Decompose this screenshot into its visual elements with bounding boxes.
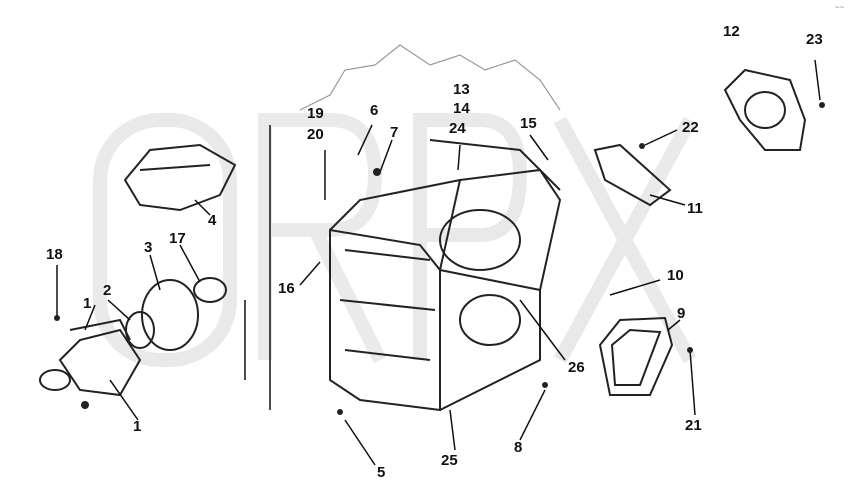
part-label-20: 20: [307, 126, 324, 143]
part-label-1-lower: 1: [133, 418, 142, 435]
leader-lines: [56, 59, 821, 466]
part-label-3: 3: [144, 239, 153, 256]
part-label-7: 7: [390, 124, 399, 141]
part-label-13: 13: [453, 81, 470, 98]
gearbox-housing: [329, 139, 562, 412]
part-label-14: 14: [453, 100, 470, 117]
part-label-11: 11: [687, 200, 703, 217]
bearing-ring: [125, 311, 155, 349]
top-cover: [123, 143, 237, 212]
part-label-5: 5: [377, 464, 386, 481]
small-o-ring: [193, 277, 227, 303]
output-flange: [39, 318, 142, 397]
bolts: [54, 102, 825, 415]
part-label-22: 22: [682, 119, 699, 136]
part-label-21: 21: [685, 417, 702, 434]
part-label-24: 24: [449, 120, 466, 137]
part-label-23: 23: [806, 31, 823, 48]
corner-mark: ~~: [834, 3, 844, 12]
housing-outline: [299, 44, 561, 111]
part-label-4: 4: [208, 212, 217, 229]
part-label-6-upper: 6: [370, 102, 379, 119]
part-label-17: 17: [169, 230, 186, 247]
part-label-8: 8: [514, 439, 523, 456]
part-label-12: 12: [723, 23, 740, 40]
inspection-plate: [598, 316, 674, 396]
part-label-9: 9: [677, 305, 686, 322]
part-label-10: 10: [667, 267, 684, 284]
part-label-1-upper: 1: [83, 295, 92, 312]
end-cover: [723, 68, 807, 151]
part-label-18: 18: [46, 246, 63, 263]
part-label-25: 25: [441, 452, 458, 469]
watermark-logo: [93, 113, 697, 367]
part-label-15: 15: [520, 115, 537, 132]
part-label-19: 19: [307, 105, 324, 122]
part-label-26: 26: [568, 359, 585, 376]
part-label-2: 2: [103, 282, 112, 299]
o-ring-gasket: [141, 279, 199, 351]
part-label-16: 16: [278, 280, 295, 297]
